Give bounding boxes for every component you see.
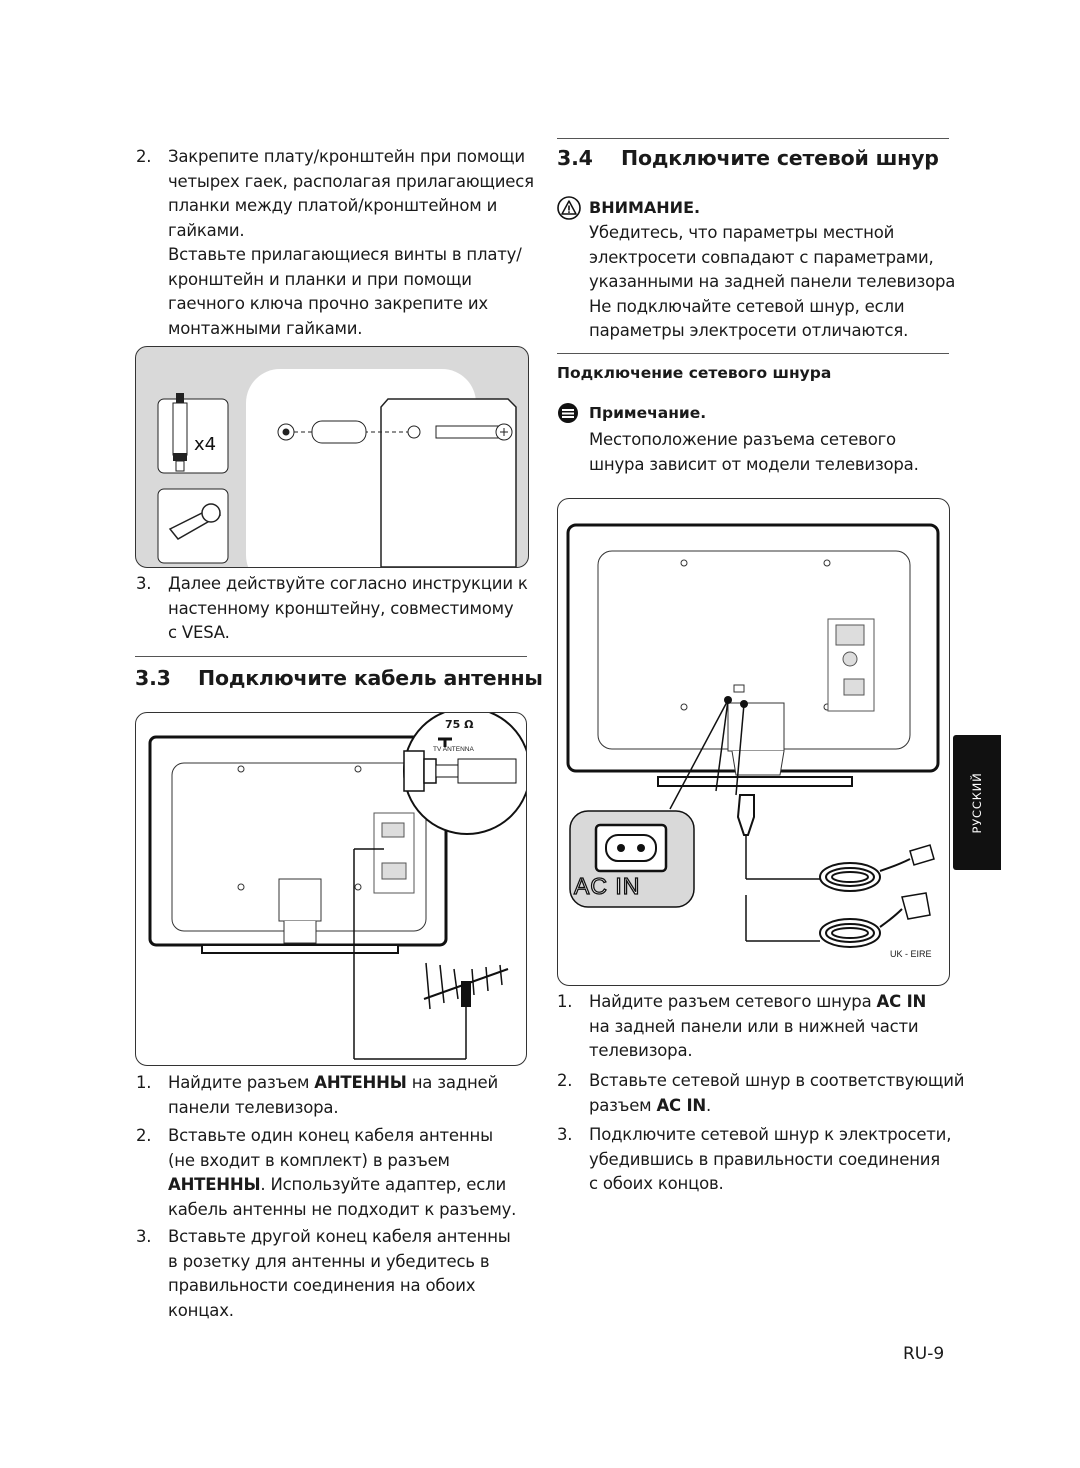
text: Найдите разъем сетевого шнура [589,992,877,1011]
caution-title: ВНИМАНИЕ. [589,198,701,217]
step-number: 2. [557,1071,573,1090]
text-line: Подключите сетевой шнур к электросети, [589,1125,952,1144]
section-rule [135,656,527,657]
ac-in-label: AC IN [573,872,641,899]
text-line: настенному кронштейну, совместимому [168,598,514,618]
quantity-multiplier: x4 [194,434,217,455]
text-line: с VESA. [168,623,230,642]
text-line: указанными на задней панели телевизора [589,272,956,291]
power-step-3: 3. Подключите сетевой шнур к электросети… [557,1123,957,1199]
caution-block: ВНИМАНИЕ. Убедитесь, что параметры местн… [557,194,957,344]
text: разъем [589,1095,657,1115]
warning-icon [557,196,581,220]
antenna-connection-figure: 75 Ω TV ANTENNA [135,712,527,1066]
text-line: Вставьте другой конец кабеля антенны [168,1227,511,1246]
mounting-step-2: 2. Закрепите плату/кронштейн при помощи … [136,145,536,345]
text-line: Убедитесь, что параметры местной [589,223,895,242]
note-title: Примечание. [589,404,707,422]
text: на задней [406,1073,499,1092]
text-line: гаечного ключа прочно закрепите их [168,294,488,313]
note-icon [558,403,578,423]
text-line: параметры электросети отличаются. [589,321,909,340]
power-step-2: 2. Вставьте сетевой шнур в соответствующ… [557,1069,964,1121]
note-block: Примечание. Местоположение разъема сетев… [557,401,957,481]
keyword: AC IN [656,1095,707,1115]
section-title: Подключите кабель антенны [198,666,543,690]
power-step-1: 1. Найдите разъем сетевого шнура AC IN н… [557,990,957,1066]
step-number: 1. [557,992,573,1011]
text-line: монтажными гайками. [168,318,363,338]
text: Найдите разъем [168,1073,315,1092]
step-number: 3. [136,1227,152,1246]
section-title: Подключите сетевой шнур [621,146,939,170]
text-line: Далее действуйте согласно инструкции к [168,574,528,593]
text-line: кронштейн и планки и при помощи [168,269,472,289]
text-line: на задней панели или в нижней части [589,1016,919,1036]
keyword: АНТЕННЫ [168,1175,261,1194]
text-line: шнура зависит от модели телевизора. [589,454,919,474]
antenna-step-1: 1. Найдите разъем АНТЕННЫ на задней пане… [136,1071,536,1123]
power-cord-figure: AC IN UK - EIRE [557,498,950,986]
text: . Используйте адаптер, если [260,1175,506,1194]
text-line: электросети совпадают с параметрами, [589,247,934,267]
subheading: Подключение сетевого шнура [557,364,832,382]
section-number: 3.4 [557,146,593,170]
step-number: 2. [136,147,152,166]
keyword: АНТЕННЫ [314,1073,407,1092]
text-line: четырех гаек, располагая прилагающиеся [168,171,534,191]
language-label: РУССКИЙ [970,772,984,833]
tv-antenna-label: TV ANTENNA [433,746,474,753]
impedance-label: 75 Ω [445,718,474,731]
section-rule [557,138,949,139]
section-heading-3-3: 3.3 Подключите кабель антенны [135,666,555,690]
text-line: убедившись в правильности соединения [589,1149,941,1169]
text-line: (не входит в комплект) в разъем [168,1150,450,1170]
text-line: Закрепите плату/кронштейн при помощи [168,147,525,166]
antenna-step-3: 3. Вставьте другой конец кабеля антенны … [136,1225,536,1325]
step-number: 3. [136,574,152,593]
text-line: телевизора. [589,1041,693,1060]
text-line: Вставьте прилагающиеся винты в плату/ [168,245,522,264]
step-number: 1. [136,1073,152,1092]
keyword: AC IN [876,992,927,1011]
region-label: UK - EIRE [890,949,932,959]
text: . [706,1095,712,1115]
section-number: 3.3 [135,666,171,690]
text-line: в розетку для антенны и убедитесь в [168,1251,490,1271]
section-heading-3-4: 3.4 Подключите сетевой шнур [557,146,977,170]
section-rule [557,353,949,354]
text-line: Местоположение разъема сетевого [589,430,896,449]
antenna-step-2: 2. Вставьте один конец кабеля антенны (н… [136,1124,536,1224]
text-line: планки между платой/кронштейном и [168,196,498,215]
mounting-step-3: 3. Далее действуйте согласно инструкции … [136,572,536,652]
text-line: Не подключайте сетевой шнур, если [589,296,905,316]
text-line: правильности соединения на обоих [168,1276,476,1295]
wall-mount-figure: x4 [135,346,529,568]
text-line: с обоих концов. [589,1174,724,1193]
language-tab: РУССКИЙ [953,735,1001,870]
page-number: RU-9 [903,1344,945,1364]
text-line: панели телевизора. [168,1097,339,1117]
text-line: кабель антенны не подходит к разъему. [168,1199,517,1219]
step-number: 3. [557,1125,573,1144]
text-line: Вставьте один конец кабеля антенны [168,1126,493,1145]
text-line: Вставьте сетевой шнур в соответствующий [589,1071,965,1090]
step-number: 2. [136,1126,152,1145]
text-line: концах. [168,1300,234,1320]
text-line: гайками. [168,220,245,240]
